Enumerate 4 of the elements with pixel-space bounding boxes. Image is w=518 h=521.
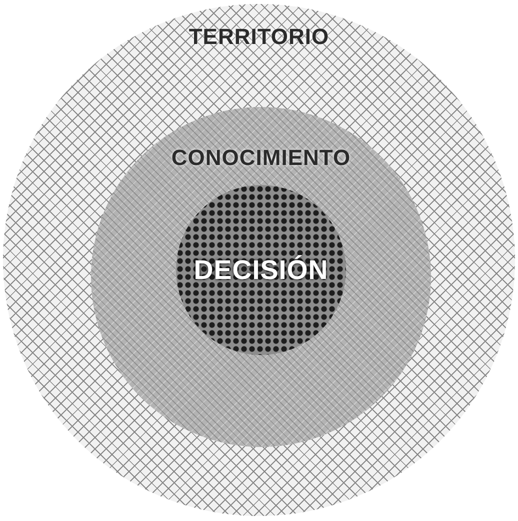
circle-label: CONOCIMIENTO <box>170 145 352 171</box>
middle-circle <box>91 107 431 447</box>
circle-label: TERRITORIO <box>188 24 330 50</box>
inner-circle <box>176 185 346 355</box>
